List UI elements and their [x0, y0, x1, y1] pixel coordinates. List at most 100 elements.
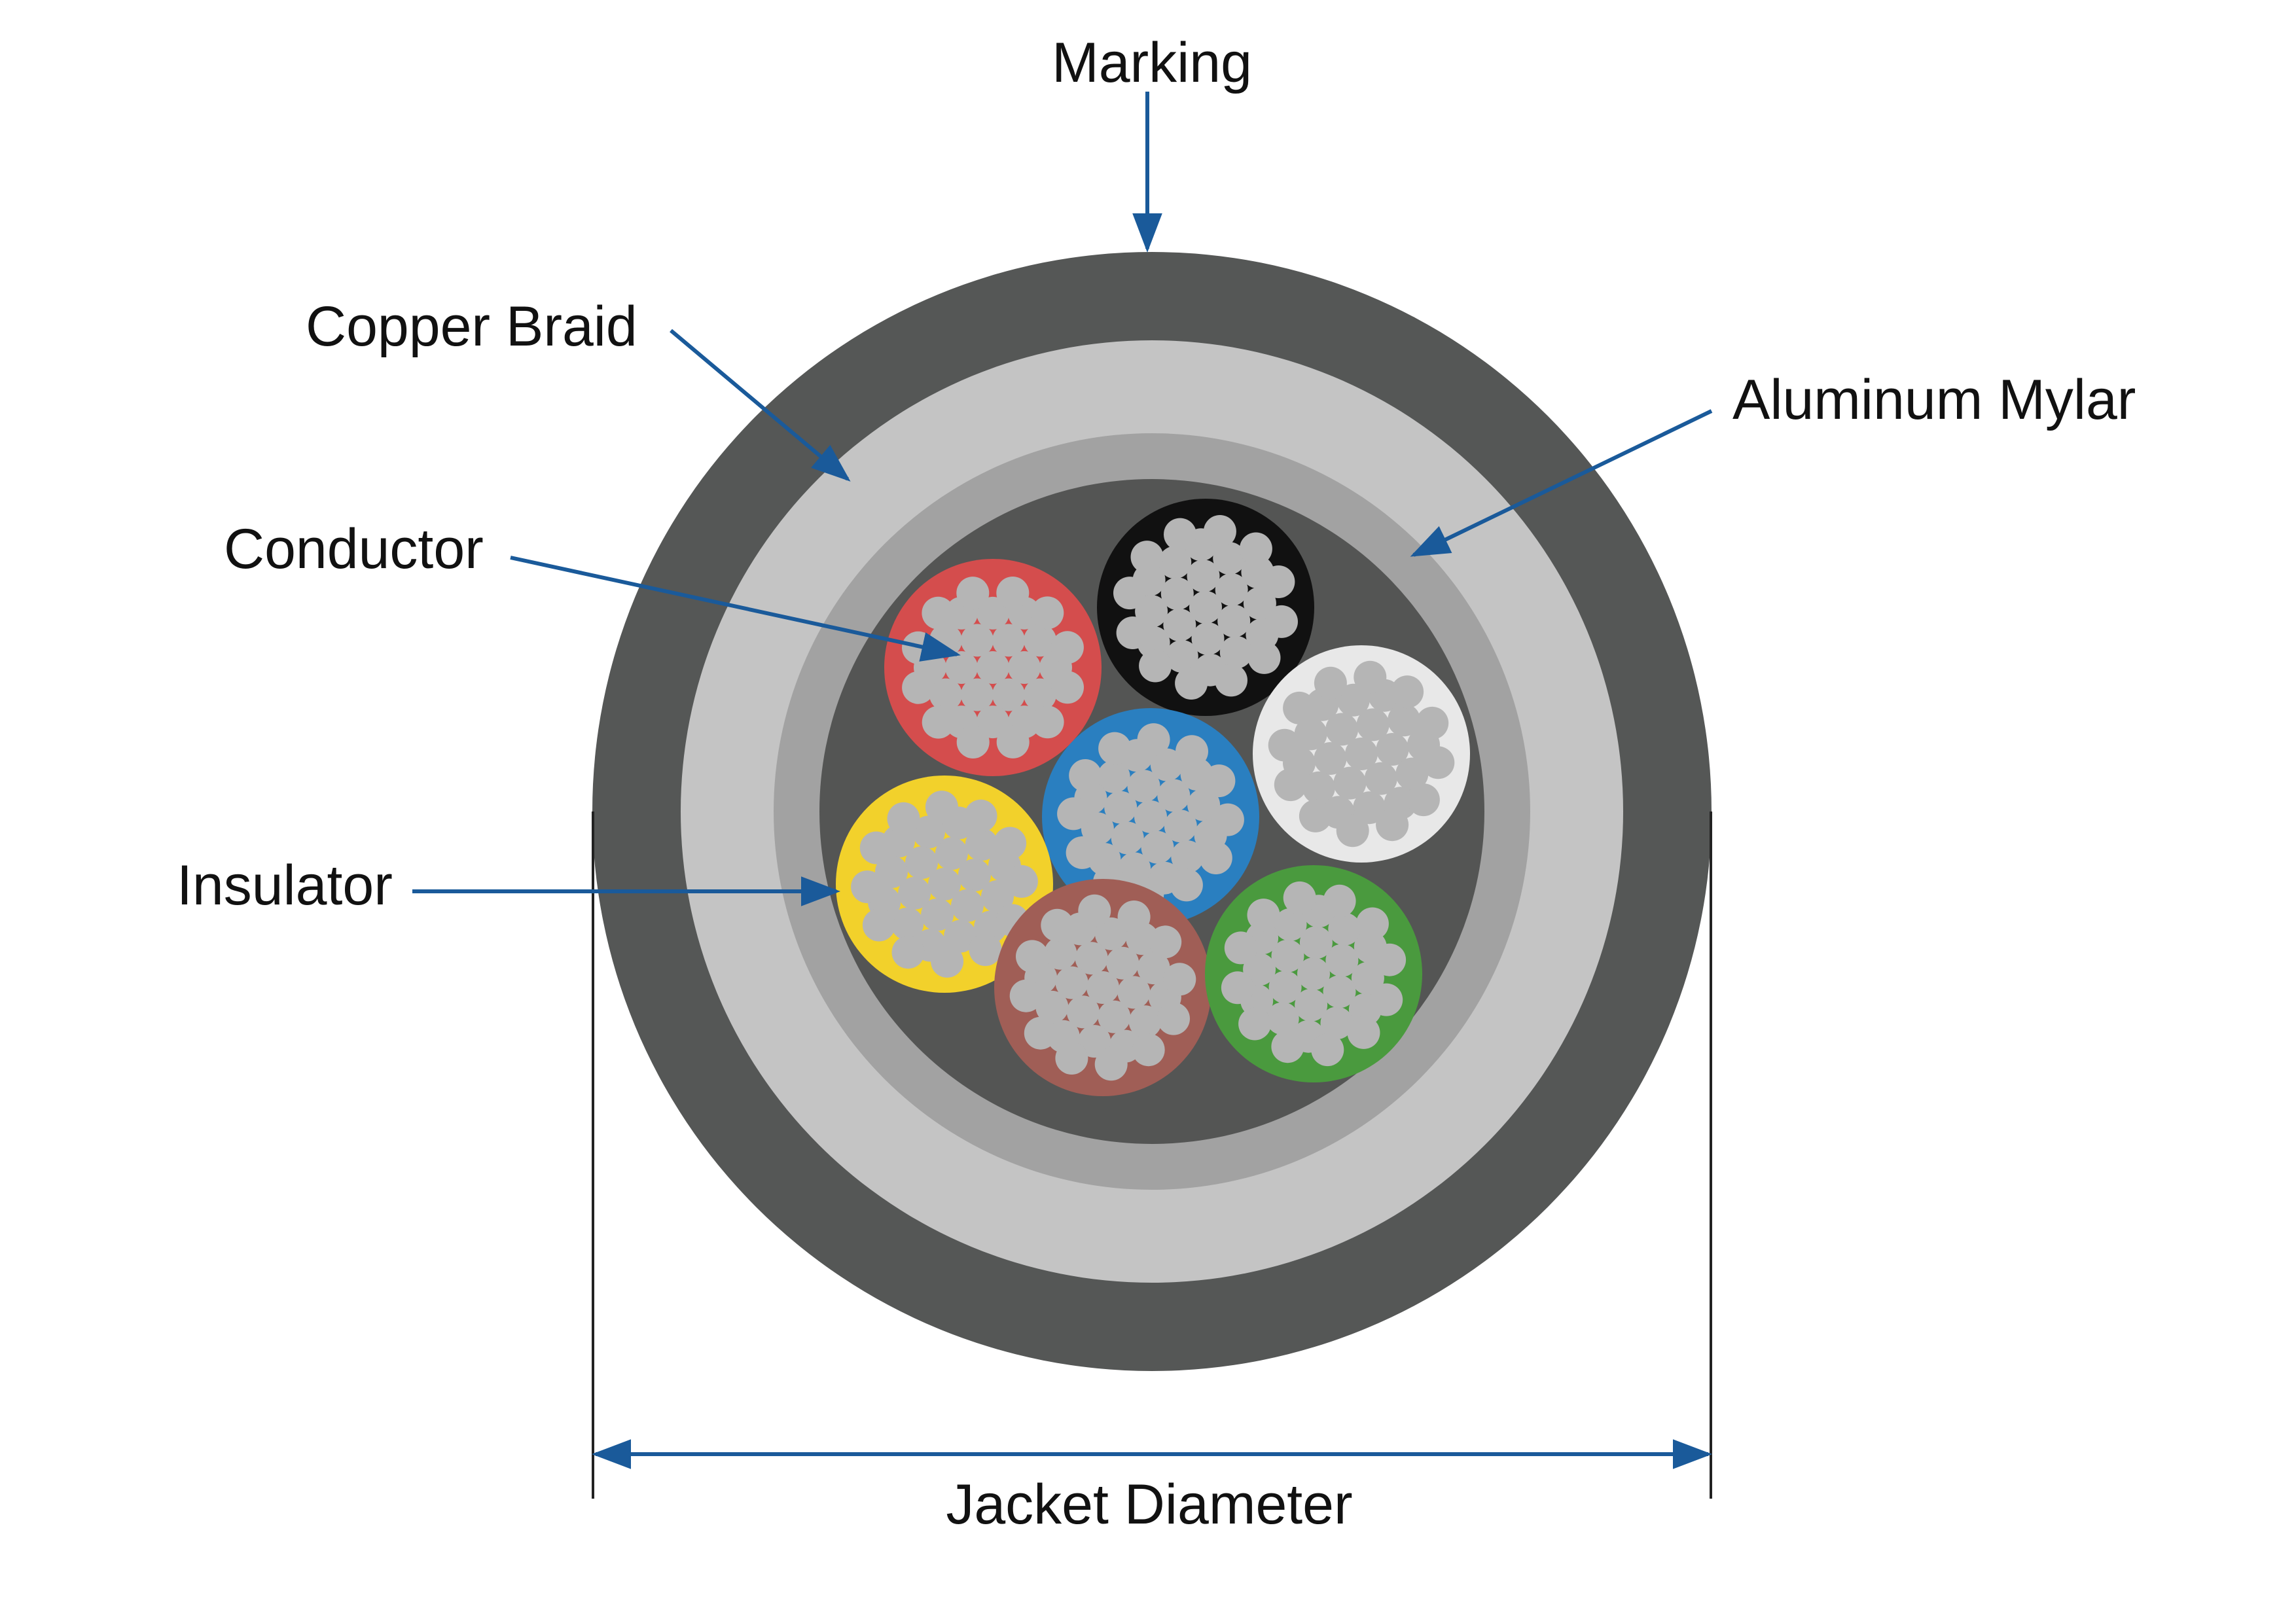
conductor-strand [1106, 946, 1139, 980]
conductor-strand [961, 678, 994, 711]
conductor-strand [1213, 542, 1246, 575]
conductor-strand [1191, 622, 1225, 655]
conductor-strand [935, 837, 968, 870]
conductor-strand [1051, 671, 1084, 704]
conductor-strand [1373, 943, 1407, 976]
conductor-strand [925, 791, 958, 824]
conductor-strand [1035, 990, 1069, 1024]
conductor-strand [1111, 821, 1144, 855]
conductor-strand [965, 828, 998, 861]
conductor-strand [1008, 651, 1041, 684]
white-core [1253, 645, 1470, 863]
conductor-strand [1134, 800, 1167, 833]
conductor-strand [931, 944, 964, 978]
conductor-strand [1117, 901, 1151, 933]
conductor-strand [1139, 649, 1172, 683]
conductor-strand [992, 678, 1025, 711]
conductor-strand [1044, 936, 1077, 970]
conductor-strand [912, 815, 945, 849]
conductor-strand [1294, 717, 1327, 751]
conductor-strand [1333, 766, 1367, 800]
conductor-strand [956, 726, 990, 758]
conductor-strand [891, 936, 925, 969]
conductor-strand [1271, 1030, 1304, 1063]
conductor-strand [964, 799, 997, 832]
conductor-strand [1314, 666, 1347, 700]
conductor-strand [1299, 926, 1333, 959]
conductor-strand [1158, 546, 1192, 579]
conductor-strand [1157, 779, 1191, 812]
conductor-strand [1175, 735, 1208, 768]
conductor-strand [1356, 708, 1390, 741]
conductor-strand [1127, 770, 1160, 803]
conductor-strand [862, 908, 895, 942]
conductor-strand [961, 624, 994, 657]
conductor-strand [1165, 639, 1198, 673]
conductor-strand [1163, 609, 1196, 641]
conductor-strand [922, 705, 955, 739]
conductor-strand [1081, 812, 1114, 846]
conductor-strand [992, 624, 1025, 657]
conductor-strand [1104, 791, 1138, 824]
conductor-strand [958, 859, 991, 892]
conductor-strand [1005, 865, 1038, 898]
conductor-strand [944, 919, 977, 953]
conductor-strand [1160, 577, 1194, 611]
insulator-label: Insulator [177, 854, 393, 917]
conductor-strand [1163, 963, 1196, 996]
conductor-strand [1219, 635, 1253, 669]
aluminum-mylar-arrow [1410, 409, 1713, 557]
conductor-strand [1050, 631, 1084, 664]
conductor-strand [1057, 797, 1090, 830]
conductor-strand [1215, 573, 1248, 606]
conductor-strand [1355, 907, 1389, 940]
conductor-strand [1164, 810, 1197, 843]
conductor-strand [1376, 808, 1409, 842]
conductor-strand [1347, 1016, 1380, 1049]
conductor-strand [1247, 641, 1281, 674]
conductor-strand [859, 831, 893, 865]
conductor-strand [1271, 939, 1304, 972]
conductor-strand [1323, 884, 1356, 918]
conductor-strand [1118, 852, 1151, 885]
conductor-strand [994, 827, 1027, 860]
conductor-strand [1202, 764, 1236, 798]
conductor-strand [1274, 908, 1307, 941]
conductor-strand [1150, 748, 1183, 781]
conductor-strand [1215, 664, 1247, 697]
conductor-strand [1391, 675, 1424, 709]
conductor-strand [1328, 912, 1361, 946]
jacket-diameter-label: Jacket Diameter [946, 1473, 1352, 1536]
conductor-strand [1149, 925, 1182, 959]
conductor-strand [1224, 931, 1257, 965]
conductor-strand [1066, 836, 1099, 869]
conductor-strand [1128, 1005, 1162, 1039]
conductor-strand [1170, 868, 1203, 902]
brown-core [994, 879, 1211, 1096]
conductor-strand [1031, 596, 1064, 630]
conductor-strand [1325, 944, 1359, 977]
conductor-strand [1055, 1042, 1088, 1075]
conductor-strand [1086, 971, 1119, 1004]
conductor-strand [1024, 624, 1056, 657]
conductor-strand [921, 898, 954, 931]
conductor-strand [1113, 577, 1146, 610]
conductor-strand [1024, 1016, 1057, 1050]
conductor-strand [1247, 899, 1280, 932]
aluminum-mylar-label: Aluminum Mylar [1732, 368, 2136, 431]
conductor-strand [996, 577, 1030, 609]
conductor-strand [902, 671, 935, 704]
conductor-strand [1171, 840, 1204, 874]
conductor-strand [1024, 678, 1056, 711]
conductor-strand [1354, 660, 1387, 694]
conductor-strand [1189, 591, 1222, 624]
conductor-strand [1041, 908, 1074, 942]
conductor-strand [981, 880, 1014, 913]
conductor-strand [1388, 704, 1421, 737]
conductor-strand [1265, 605, 1298, 638]
conductor-strand [875, 855, 908, 889]
conductor-strand [977, 705, 1009, 739]
conductor-strand [1075, 942, 1108, 975]
conductor-strand [1370, 983, 1403, 1016]
